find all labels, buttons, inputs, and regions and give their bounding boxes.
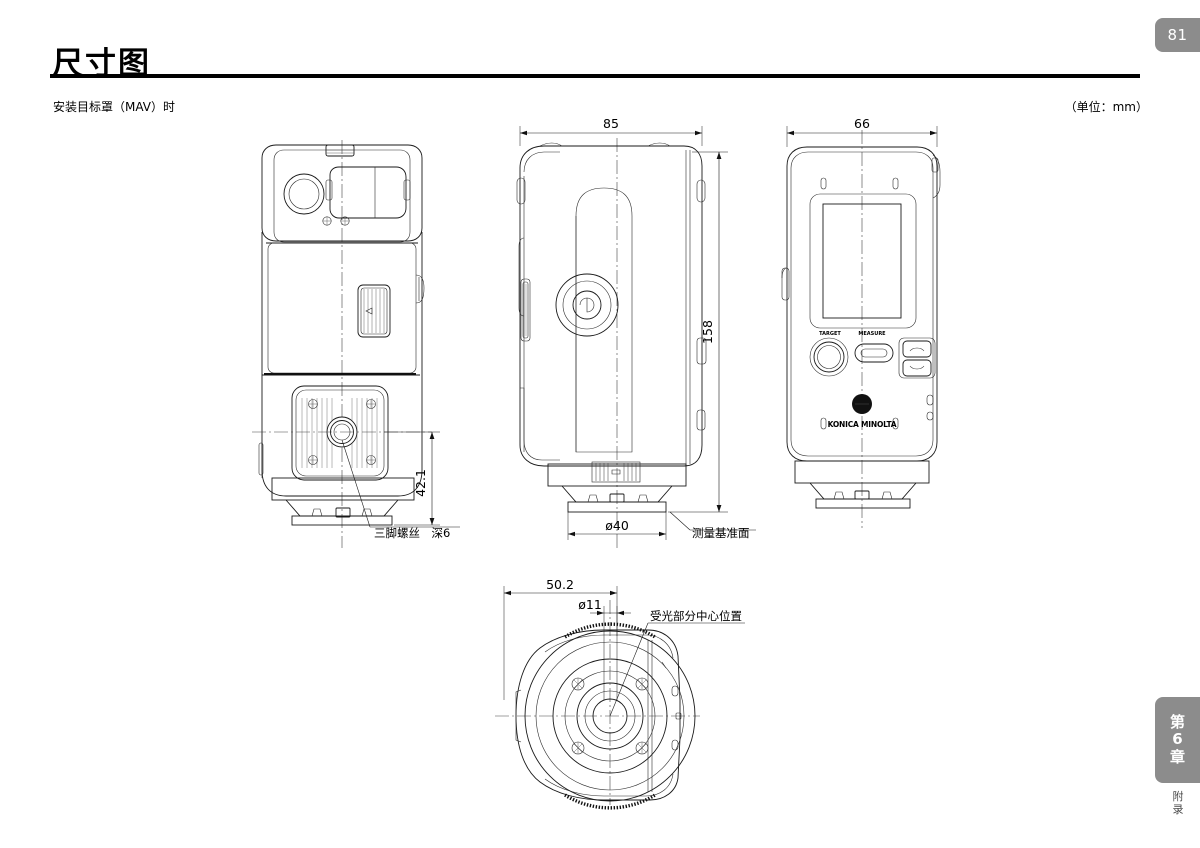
screw-head-right	[340, 216, 350, 226]
unit-note: （单位：mm）	[1064, 100, 1148, 114]
navigation-keys	[898, 337, 936, 379]
appendix-label-line2: 录	[1172, 803, 1184, 817]
dimension-value-50-2: 50.2	[546, 577, 574, 592]
dimension-50-2: 50.2	[503, 577, 618, 700]
annotation-text-tripod-screw: 三脚螺丝 深6	[374, 526, 450, 540]
side-view-drawing: 85 158 ø40 测量基准面	[516, 116, 756, 548]
dimension-value-diameter-11: ø11	[578, 597, 602, 612]
annotation-text-light-receiving-center: 受光部分中心位置	[650, 609, 742, 623]
page-number-badge: 81	[1155, 18, 1200, 52]
back-view-drawing: 42.1 三脚螺丝 深6	[252, 140, 460, 548]
dimension-85: 85	[519, 116, 703, 146]
front-view-target-label: TARGET	[819, 331, 841, 337]
annotation-light-receiving-center: 受光部分中心位置	[609, 609, 745, 717]
front-view-measure-label: MEASURE	[858, 331, 886, 337]
chapter-tab: 第 6 章	[1155, 697, 1200, 783]
dimension-66: 66	[786, 116, 938, 147]
dimension-value-diameter-40: ø40	[605, 518, 629, 533]
title-divider	[50, 74, 1140, 78]
dimension-value-85: 85	[603, 116, 619, 131]
page-subtitle: 安装目标罩（MAV）时	[53, 100, 176, 114]
dimension-diameter-40: ø40	[567, 512, 667, 540]
measure-button	[854, 343, 894, 363]
target-dial	[809, 337, 849, 377]
screw-head-left	[322, 216, 332, 226]
annotation-text-measurement-reference-plane: 测量基准面	[692, 526, 750, 540]
dimension-value-158: 158	[700, 320, 715, 344]
annotation-tripod-screw: 三脚螺丝 深6	[341, 439, 460, 540]
dimension-158: 158	[668, 151, 728, 513]
dimension-diameter-11: ø11	[578, 597, 631, 700]
annotation-measurement-reference-plane: 测量基准面	[669, 511, 756, 540]
front-view-drawing: TARGET MEASURE KONICA MINOLTA	[781, 116, 941, 528]
appendix-label: 附 录	[1163, 790, 1193, 816]
bottom-view-screws	[571, 677, 649, 755]
chapter-tab-number: 6	[1172, 730, 1183, 749]
appendix-label-line1: 附	[1172, 790, 1184, 803]
dimension-value-66: 66	[854, 116, 870, 131]
chapter-tab-line3: 章	[1169, 747, 1185, 766]
dimension-42-1: 42.1	[384, 431, 440, 526]
mount-screws	[308, 399, 376, 465]
brand-label: KONICA MINOLTA	[828, 420, 897, 429]
bottom-view-drawing: 50.2 ø11 受光部分中心位置	[495, 577, 745, 810]
chapter-tab-line1: 第	[1169, 713, 1185, 732]
dimension-value-42-1: 42.1	[413, 469, 428, 497]
